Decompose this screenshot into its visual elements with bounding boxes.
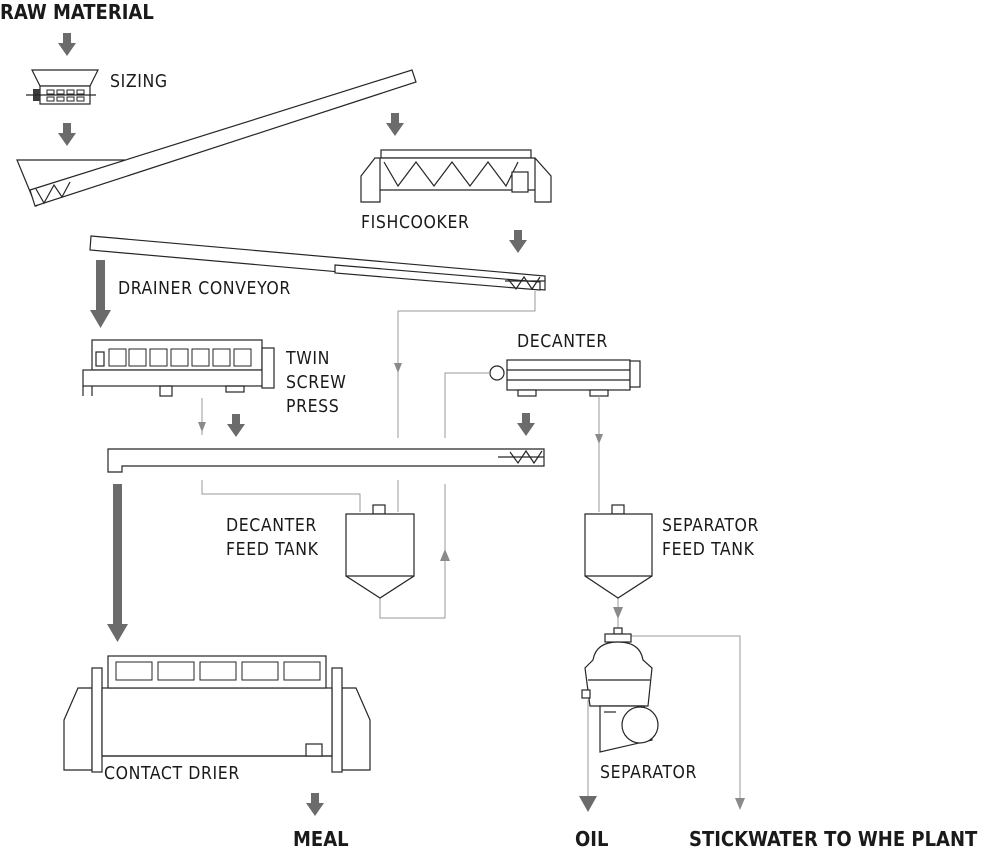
separator-feed-tank	[584, 504, 653, 599]
separator-feed-tank-label-line2: FEED TANK	[662, 540, 755, 560]
separator-feed-tank-label-line1: SEPARATOR	[662, 516, 759, 536]
decanter-feed-tank-label-line2: FEED TANK	[226, 540, 319, 560]
meal-label: MEAL	[293, 827, 349, 850]
stickwater-label: STICKWATER TO WHE PLANT	[689, 827, 978, 850]
decanter-label: DECANTER	[517, 332, 608, 352]
screw-conveyor	[107, 448, 545, 473]
inclined-conveyor	[16, 69, 417, 207]
arrow-press-to-conveyor	[227, 414, 245, 437]
contact-drier	[63, 655, 371, 773]
press-label-line3: PRESS	[286, 397, 339, 417]
arrow-separator-to-oil	[579, 796, 597, 812]
drainer-conveyor-label: DRAINER CONVEYOR	[118, 279, 291, 299]
arrow-raw-to-sizing	[58, 33, 76, 56]
fishcooker-label: FISHCOOKER	[361, 213, 470, 233]
arrow-drainer-to-press	[90, 260, 111, 328]
liquid-flow-lines	[198, 291, 745, 810]
drainer-conveyor	[89, 235, 546, 291]
separator-machine	[581, 627, 659, 753]
raw-material-label: RAW MATERIAL	[0, 0, 154, 24]
contact-drier-label: CONTACT DRIER	[104, 764, 240, 784]
arrow-drier-to-meal	[306, 793, 324, 816]
decanter-feed-tank-label-line1: DECANTER	[226, 516, 317, 536]
decanter-feed-tank	[345, 504, 415, 599]
oil-label: OIL	[575, 827, 608, 850]
arrow-conveyor-to-cooker	[386, 113, 404, 136]
arrow-decanter-to-conveyor	[517, 413, 535, 436]
decanter-machine	[489, 359, 641, 397]
arrow-sizing-to-conveyor	[58, 123, 76, 146]
arrow-cooker-to-drainer	[509, 230, 527, 253]
sizing-label: SIZING	[110, 72, 168, 92]
fishcooker-machine	[360, 149, 552, 203]
twin-screw-press	[82, 339, 275, 397]
press-label-line2: SCREW	[286, 373, 346, 393]
press-label-line1: TWIN	[285, 349, 330, 369]
separator-label: SEPARATOR	[600, 763, 697, 783]
arrow-conveyor-to-drier	[107, 484, 128, 642]
sizing-machine	[26, 69, 99, 105]
